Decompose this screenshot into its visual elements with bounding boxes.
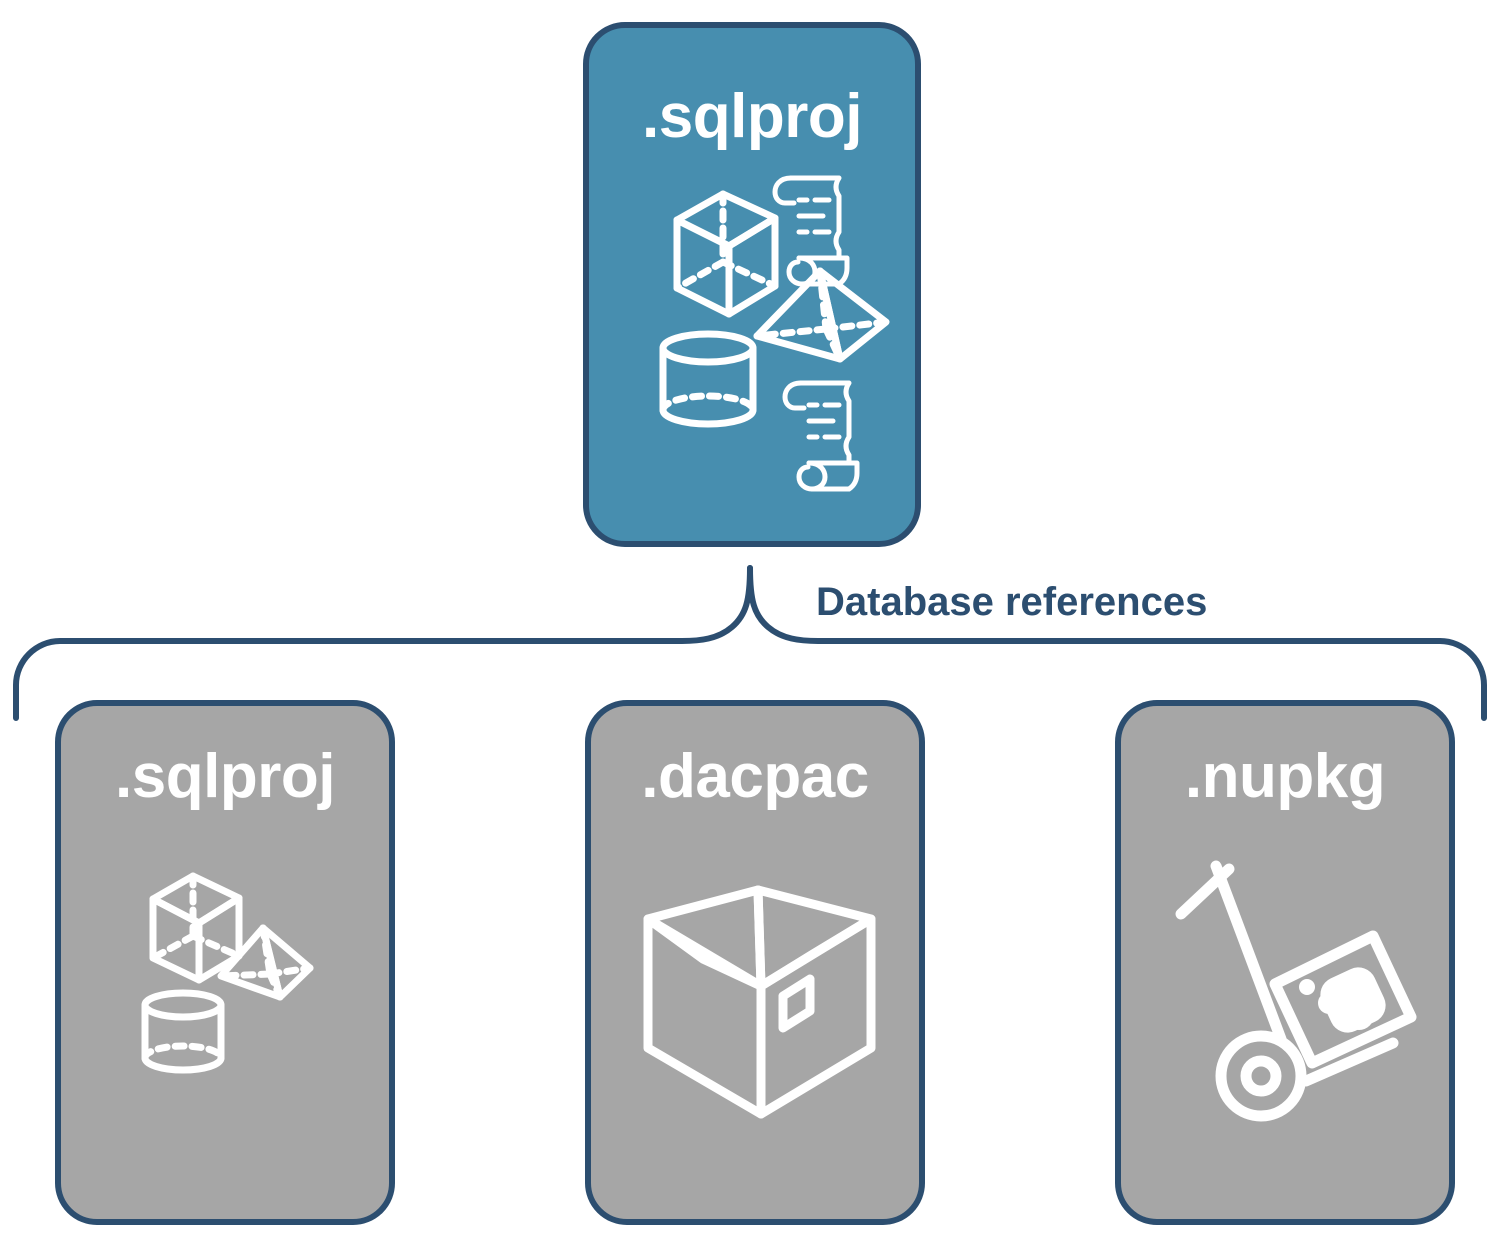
parent-node-label: .sqlproj xyxy=(642,82,862,151)
nuget-package-icon xyxy=(1269,930,1417,1069)
connector-label: Database references xyxy=(816,580,1208,624)
hand-truck-wheel-icon xyxy=(1215,1030,1307,1122)
child-node-dacpac-label: .dacpac xyxy=(641,742,869,811)
package-box-icon xyxy=(643,885,876,1119)
child-node-dacpac[interactable]: .dacpac xyxy=(585,700,925,1225)
pyramid-icon xyxy=(217,924,314,1001)
cube-icon xyxy=(149,872,243,984)
child-node-nupkg[interactable]: .nupkg xyxy=(1115,700,1455,1225)
child-node-sqlproj[interactable]: .sqlproj xyxy=(55,700,395,1225)
database-references-brace xyxy=(13,565,1487,721)
hand-truck-icon xyxy=(1175,860,1399,1087)
nuget-logo-mark xyxy=(1299,967,1386,1033)
child-node-sqlproj-label: .sqlproj xyxy=(115,742,335,811)
child-node-nupkg-label: .nupkg xyxy=(1184,742,1386,811)
cylinder-icon xyxy=(141,989,225,1074)
